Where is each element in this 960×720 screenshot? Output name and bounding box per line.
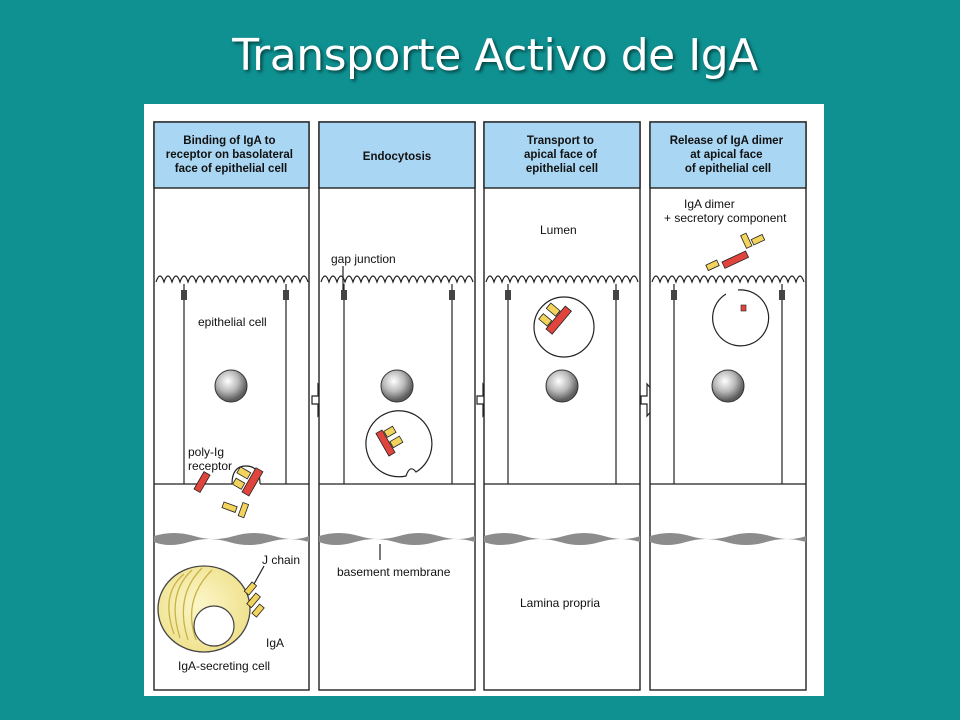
panel-header bbox=[483, 121, 641, 189]
iga-bound-receptor bbox=[232, 466, 264, 497]
label-lumen: Lumen bbox=[540, 223, 577, 237]
label-iga: IgA bbox=[266, 636, 284, 650]
microvilli bbox=[485, 275, 639, 284]
label-poly-ig: poly-Ig bbox=[188, 445, 224, 459]
basement-membrane bbox=[650, 533, 806, 545]
label-basement-membrane: basement membrane bbox=[337, 565, 451, 579]
nucleus bbox=[711, 369, 745, 403]
microvilli bbox=[651, 275, 805, 284]
released-iga-dimer bbox=[705, 232, 766, 272]
iga-receptor-complex bbox=[538, 302, 572, 335]
panel-transport: Transport to apical face of epithelial c… bbox=[483, 121, 641, 691]
free-iga bbox=[243, 581, 265, 618]
iga-receptor-complex bbox=[375, 425, 404, 457]
label-receptor: receptor bbox=[188, 459, 232, 473]
fused-vesicle bbox=[712, 289, 770, 347]
slide-title: Transporte Activo de IgA bbox=[232, 30, 758, 81]
panel-header bbox=[153, 121, 310, 189]
basement-membrane bbox=[154, 533, 309, 545]
label-j-chain: J chain bbox=[262, 553, 300, 567]
poly-ig-receptor bbox=[193, 471, 211, 494]
iga-dimer bbox=[221, 501, 250, 519]
panel-header-text: Release of IgA dimer at apical face of e… bbox=[670, 135, 787, 175]
panel-header-text: Endocytosis bbox=[363, 151, 431, 163]
panel-endocytosis: Endocytosis gap junction basement membra… bbox=[318, 121, 476, 691]
panel-release: Release of IgA dimer at apical face of e… bbox=[649, 121, 807, 691]
secretory-component-fragment bbox=[740, 304, 747, 312]
nucleus bbox=[214, 369, 248, 403]
microvilli bbox=[155, 275, 309, 284]
panel-header-text: Binding of IgA to receptor on basolatera… bbox=[166, 135, 296, 175]
panel-header bbox=[318, 121, 476, 189]
label-secretory-component: + secretory component bbox=[664, 211, 787, 225]
panel-header bbox=[649, 121, 807, 189]
nucleus bbox=[380, 369, 414, 403]
endocytic-vesicle bbox=[365, 410, 433, 478]
nucleus bbox=[545, 369, 579, 403]
iga-secreting-cell bbox=[157, 565, 251, 653]
transport-vesicle bbox=[533, 296, 595, 358]
label-iga-secreting-cell: IgA-secreting cell bbox=[178, 659, 270, 673]
panel-header-text: Transport to apical face of epithelial c… bbox=[524, 135, 600, 175]
label-iga-dimer: IgA dimer bbox=[684, 197, 735, 211]
label-gap-junction: gap junction bbox=[331, 252, 396, 266]
panel-binding: Binding of IgA to receptor on basolatera… bbox=[153, 121, 310, 691]
label-lamina-propria: Lamina propria bbox=[520, 596, 600, 610]
basement-membrane bbox=[484, 533, 640, 545]
label-epithelial-cell: epithelial cell bbox=[198, 315, 267, 329]
iga-transport-figure: Binding of IgA to receptor on basolatera… bbox=[144, 104, 824, 696]
basement-membrane bbox=[319, 533, 475, 545]
microvilli bbox=[320, 275, 474, 284]
